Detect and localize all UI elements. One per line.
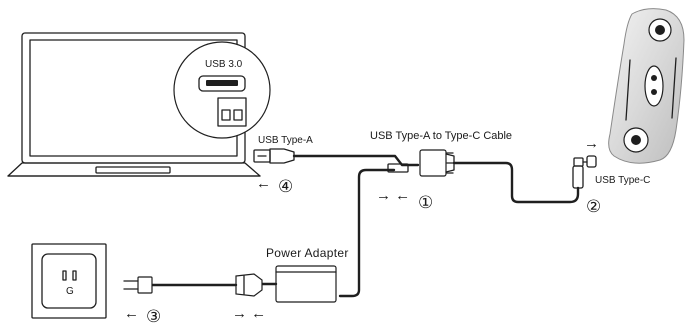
step-4-arrow: ← (256, 175, 271, 192)
step-1-number: ① (418, 193, 433, 212)
usb-c-cable-to-scanner (452, 161, 580, 204)
usb-c-plug-icon (572, 155, 597, 189)
usb-type-c-label: USB Type-C (595, 175, 650, 186)
wall-socket-icon: G (31, 243, 107, 319)
step-3-arrow: ← (124, 305, 139, 322)
power-cable-vertical (338, 168, 396, 298)
power-adapter-icon (275, 265, 337, 303)
usb-type-a-label: USB Type-A (258, 135, 313, 146)
cable-label: USB Type-A to Type-C Cable (370, 130, 512, 142)
cable-connector-icon (387, 149, 455, 177)
usb-port-magnifier-icon: USB 3.0 (173, 41, 271, 139)
step-1-arrow: → ← (376, 187, 410, 204)
plug-arrows: → ← (232, 305, 266, 322)
power-adapter-label: Power Adapter (266, 246, 349, 260)
step-2-number: ② (586, 197, 601, 216)
usb-port-label: USB 3.0 (205, 59, 243, 70)
power-plug-icon (235, 273, 263, 297)
scanner-device-icon (608, 8, 685, 164)
step-2-arrow: → (584, 135, 599, 152)
usb-a-plug-icon (253, 148, 295, 164)
plug-prongs-icon (123, 276, 153, 294)
step-3-number: ③ (146, 307, 161, 326)
step-4-number: ④ (278, 177, 293, 196)
usb-cable-left (292, 154, 420, 167)
socket-letter: G (66, 286, 74, 297)
